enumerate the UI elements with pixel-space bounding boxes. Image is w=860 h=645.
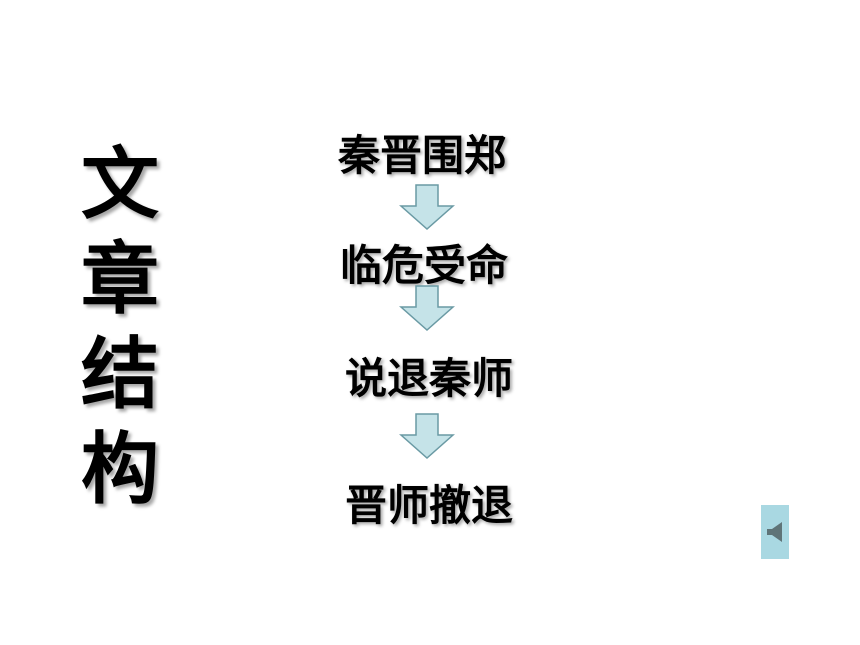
flow-step: 临危受命 [340, 241, 509, 290]
flow-step: 晋师撤退 [345, 481, 514, 530]
title-char: 结 [80, 330, 159, 420]
down-arrow-icon [399, 413, 455, 459]
speaker-icon [767, 522, 782, 542]
flow-step: 秦晋围郑 [338, 131, 507, 180]
flow-step: 说退秦师 [345, 354, 514, 403]
title-char: 构 [80, 425, 159, 515]
down-arrow-icon [399, 285, 455, 331]
down-arrow-icon [399, 184, 455, 230]
title-char: 文 [80, 140, 159, 230]
vertical-title: 文 章 结 构 [72, 138, 168, 518]
sound-button[interactable] [761, 505, 789, 559]
title-char: 章 [80, 235, 159, 325]
